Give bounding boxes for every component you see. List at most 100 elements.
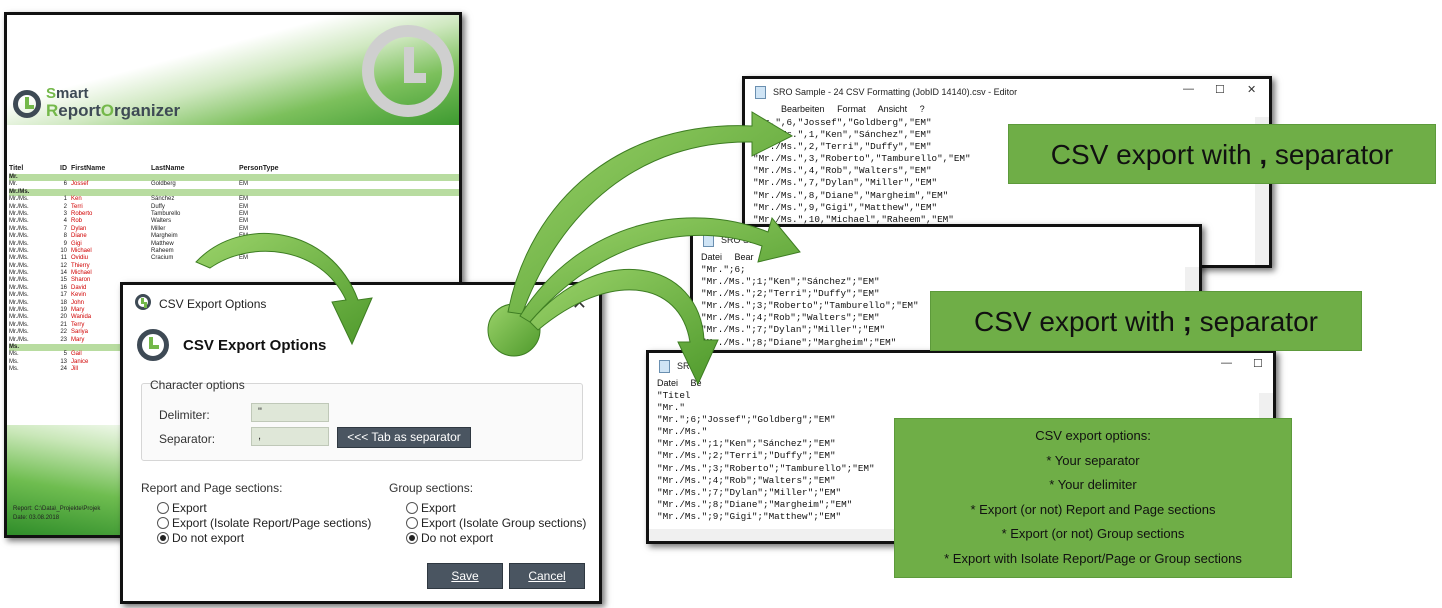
radio-dot[interactable] [406, 532, 418, 544]
dialog-heading: CSV Export Options [183, 337, 327, 354]
menu-datei[interactable]: Datei [657, 378, 679, 388]
text-line: "Mr./Ms.",10,"Michael","Raheem","EM" [753, 213, 954, 225]
group-header-mrms: Mr./Ms. [9, 188, 459, 197]
radio-dot[interactable] [406, 502, 418, 514]
text-line: "Mr./Ms.",7,"Dylan","Miller","EM" [753, 177, 938, 189]
text-line: "Mr./Ms.",9,"Gigi","Matthew","EM" [753, 201, 938, 213]
report-footer: Report: C:\Data\_Projekte\Projek Date: 0… [13, 506, 101, 521]
tab-as-separator-button[interactable]: <<< Tab as separator [337, 427, 471, 448]
notepad-icon [659, 360, 670, 373]
editor-title: SRO Sample - 24 CSV Formatting (JobID 14… [773, 87, 1018, 97]
text-line: "Mr./Ms.",1,"Ken","Sánchez","EM" [753, 129, 932, 141]
text-line: "Mr.";6; [701, 264, 746, 275]
save-button[interactable]: Save [427, 563, 503, 589]
info-title: CSV export options: [1035, 428, 1151, 443]
text-line: "Mr./Ms.";3;"Roberto";"Tamburello";"EM" [701, 300, 919, 312]
separator-label: Separator: [159, 432, 216, 446]
character-options-group: Character options [141, 378, 583, 461]
text-line: "Mr./Ms.";4;"Rob";"Walters";"EM" [701, 312, 880, 324]
close-icon[interactable]: ✕ [1247, 84, 1257, 96]
radio-group-export[interactable]: Export [406, 501, 456, 515]
text-line: "Mr./Ms.",2,"Terri","Duffy","EM" [753, 141, 932, 153]
character-options-label: Character options [150, 378, 245, 392]
text-line: "Mr./Ms.";4;"Rob";"Walters";"EM" [657, 474, 836, 486]
menu-bearbeiten[interactable]: Bear [734, 252, 754, 262]
editor-menubar: Datei Bear [701, 252, 764, 262]
separator-field[interactable]: , [251, 427, 329, 446]
arrow-to-comma-editor [507, 111, 794, 315]
maximize-icon[interactable]: ☐ [1215, 84, 1225, 96]
csv-options-info-box: CSV export options: * Your separator * Y… [894, 418, 1292, 578]
clock-logo-icon [13, 90, 41, 118]
arrow-report-to-dialog [195, 233, 373, 346]
minimize-icon[interactable]: — [1183, 83, 1194, 95]
delimiter-label: Delimiter: [159, 408, 210, 422]
text-line: "Mr./Ms.",8,"Diane","Margheim","EM" [753, 189, 949, 201]
text-line: "Mr./Ms.";1;"Ken";"Sánchez";"EM" [701, 276, 880, 288]
text-line: "Mr./Ms.";1;"Ken";"Sánchez";"EM" [657, 438, 836, 450]
maximize-icon[interactable]: ☐ [1253, 358, 1263, 370]
text-line: "Mr.";6;"Jossef";"Goldberg";"EM" [657, 414, 836, 426]
group-header-mr: Mr. [9, 174, 459, 182]
delimiter-field[interactable]: " [251, 403, 329, 422]
notepad-icon [755, 86, 766, 99]
menu-format[interactable]: Format [837, 104, 866, 114]
cancel-button[interactable]: Cancel [509, 563, 585, 589]
dialog-title: CSV Export Options [159, 297, 267, 311]
radio-dot[interactable] [157, 532, 169, 544]
menu-bearbeiten[interactable]: Be [690, 378, 702, 388]
radio-group-do-not-export[interactable]: Do not export [406, 531, 493, 545]
editor-menubar: Datei Be [657, 378, 712, 388]
text-line: "Mr./Ms.";2;"Terri";"Duffy";"EM" [701, 288, 880, 300]
text-line: "Mr." [657, 402, 685, 414]
radio-dot[interactable] [157, 517, 169, 529]
radio-report-do-not-export[interactable]: Do not export [157, 531, 244, 545]
semicolon-separator-label: CSV export with ; separator [930, 291, 1362, 351]
editor-content[interactable]: "Titel"Mr.""Mr.";6;"Jossef";"Goldberg";"… [657, 390, 875, 523]
text-line: "Mr./Ms.";8;"Diane";"Margheim";"EM" [701, 336, 897, 348]
menu-bearbeiten[interactable]: Bearbeiten [781, 104, 825, 114]
arrow-to-semicolon-editor [519, 216, 801, 323]
radio-group-isolate[interactable]: Export (Isolate Group sections) [406, 516, 586, 530]
minimize-icon[interactable]: — [1221, 357, 1232, 369]
text-line: "Titel [657, 390, 691, 401]
radio-dot[interactable] [157, 502, 169, 514]
text-line: "Mr./Ms.";3;"Roberto";"Tamburello";"EM" [657, 462, 875, 474]
text-line: "Mr./Ms.";7;"Dylan";"Miller";"EM" [657, 486, 842, 498]
text-line: "Mr./Ms.";2;"Terri";"Duffy";"EM" [657, 450, 836, 462]
menu-help[interactable]: ? [919, 104, 925, 114]
header-clock-icon [137, 329, 169, 361]
app-clock-icon [135, 294, 151, 310]
radio-report-isolate[interactable]: Export (Isolate Report/Page sections) [157, 516, 371, 530]
text-line: "Mr./Ms.";9;"Gigi";"Matthew";"EM" [657, 510, 842, 522]
menu-datei[interactable]: Datei [701, 252, 723, 262]
info-item: * Your delimiter [1049, 477, 1137, 492]
menu-ansicht[interactable]: Ansicht [877, 104, 908, 114]
radio-report-export[interactable]: Export [157, 501, 207, 515]
text-line: "Mr./Ms.";7;"Dylan";"Miller";"EM" [701, 324, 886, 336]
report-sections-label: Report and Page sections: [141, 481, 283, 495]
text-line: "Mr./Ms.",3,"Roberto","Tamburello","EM" [753, 153, 971, 165]
text-line: "Mr./Ms.";8;"Diane";"Margheim";"EM" [657, 498, 853, 510]
radio-dot[interactable] [406, 517, 418, 529]
comma-separator-label: CSV export with , separator [1008, 124, 1436, 184]
report-table-header: Titel ID FirstName LastName PersonType [9, 165, 279, 172]
